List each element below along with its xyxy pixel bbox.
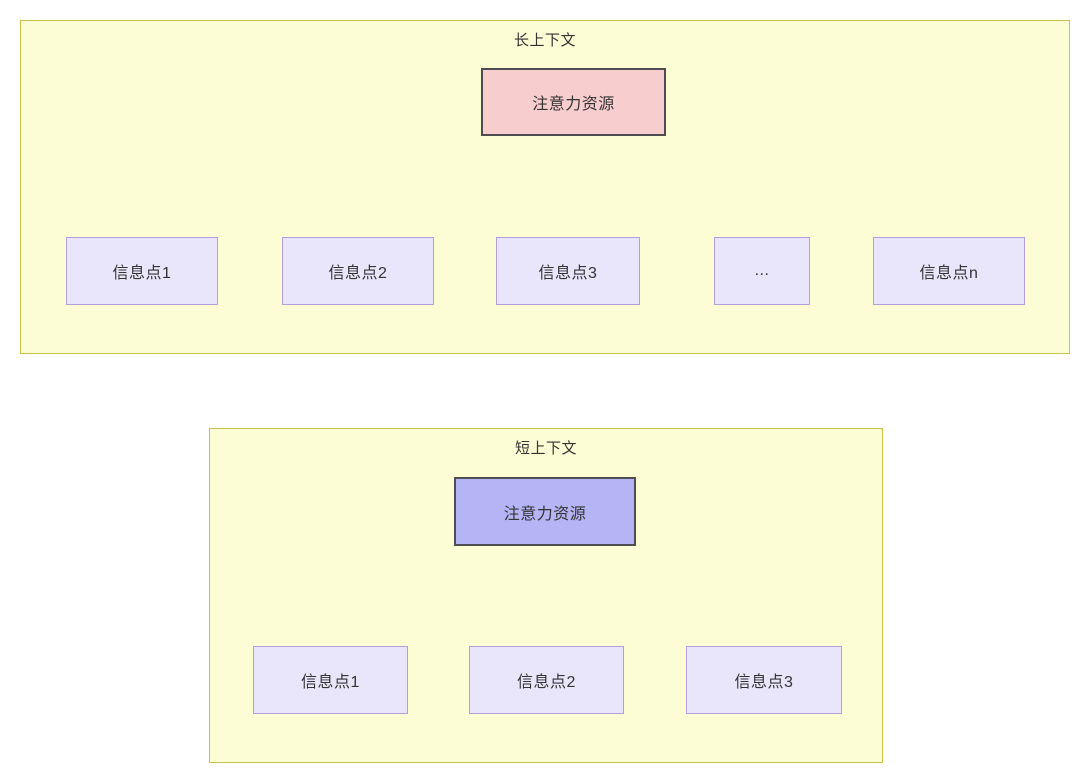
node-long-info-point-1[interactable]: 信息点1 (66, 237, 218, 305)
node-long-info-point-n[interactable]: 信息点n (873, 237, 1025, 305)
node-long-info-point-3[interactable]: 信息点3 (496, 237, 640, 305)
node-long-attention-resource[interactable]: 注意力资源 (481, 68, 666, 136)
node-short-info-point-1[interactable]: 信息点1 (253, 646, 408, 714)
node-long-info-point-ellipsis[interactable]: ... (714, 237, 810, 305)
group-long-context-title: 长上下文 (513, 32, 576, 49)
node-short-attention-resource[interactable]: 注意力资源 (454, 477, 636, 546)
node-short-info-point-3[interactable]: 信息点3 (686, 646, 842, 714)
group-short-context-title: 短上下文 (514, 440, 577, 457)
node-short-info-point-2[interactable]: 信息点2 (469, 646, 624, 714)
node-long-info-point-2[interactable]: 信息点2 (282, 237, 434, 305)
